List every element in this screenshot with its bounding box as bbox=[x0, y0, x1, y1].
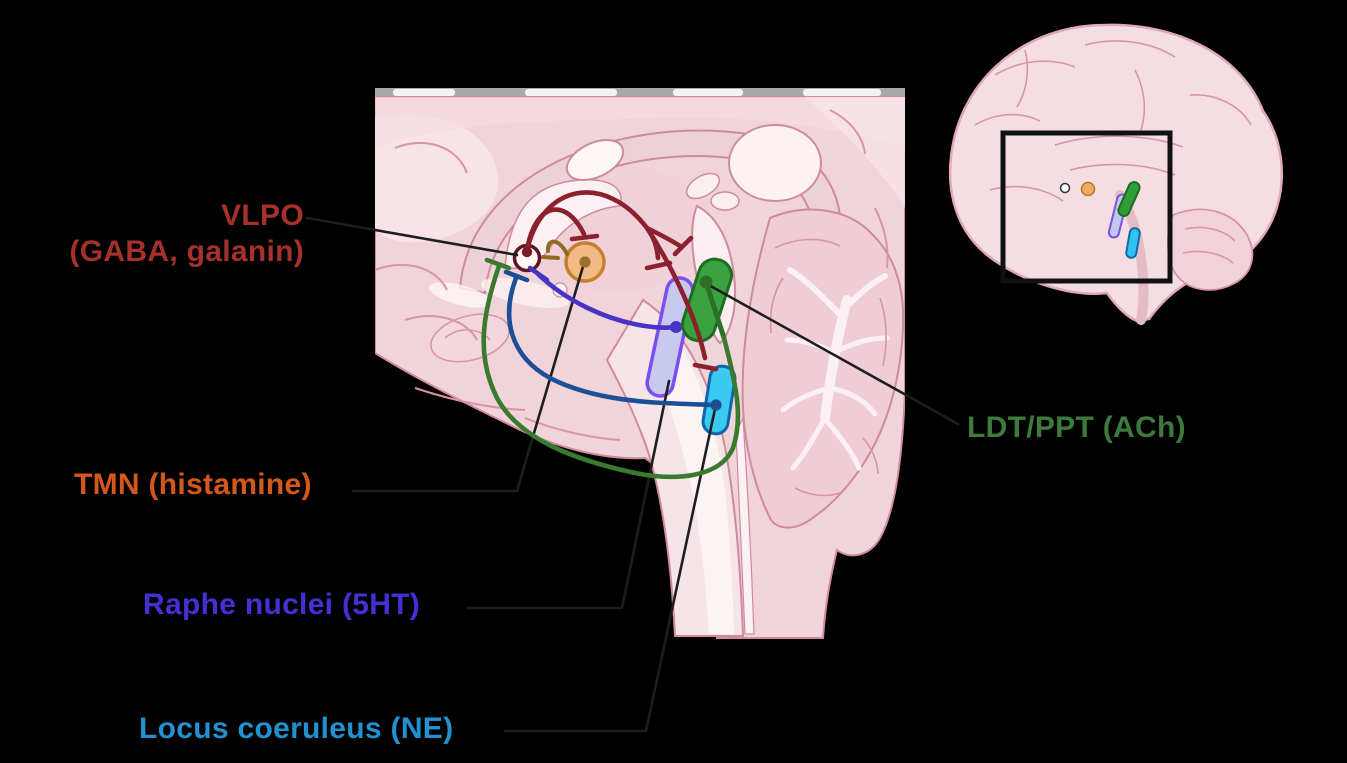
tmn-dot bbox=[579, 256, 591, 268]
ldt-ppt-connector bbox=[705, 282, 960, 426]
optic-band bbox=[428, 282, 492, 308]
locus-coeruleus-nucleus bbox=[701, 364, 737, 436]
inset-vlpo bbox=[1059, 182, 1071, 194]
pons-stripe bbox=[653, 338, 734, 634]
cerebellum-folia bbox=[769, 238, 887, 497]
vlpo-label-line1: VLPO bbox=[221, 199, 304, 232]
locus-coeruleus-projection bbox=[503, 269, 719, 408]
vlpo-dot bbox=[521, 246, 533, 258]
cortex-band bbox=[375, 114, 499, 243]
fornix-oval bbox=[565, 139, 625, 181]
tmn-label: TMN (histamine) bbox=[74, 468, 312, 501]
inset-ldt-ppt bbox=[1117, 181, 1141, 217]
tmn-projection bbox=[541, 239, 569, 260]
raphe-projection bbox=[527, 265, 679, 330]
locus-coeruleus-label: Locus coeruleus (NE) bbox=[139, 712, 454, 745]
image-crop-strip bbox=[375, 88, 905, 97]
raphe-nucleus bbox=[645, 276, 695, 398]
locus-coeruleus-connector bbox=[503, 407, 717, 733]
vlpo-connector bbox=[305, 216, 519, 257]
ldt-ppt-dot bbox=[699, 275, 713, 289]
raphe-label: Raphe nuclei (5HT) bbox=[143, 588, 421, 621]
ldt-ppt-projection bbox=[481, 257, 741, 480]
inset-zoom-box bbox=[1000, 130, 1173, 284]
vlpo-projections bbox=[524, 190, 719, 372]
splenium bbox=[728, 124, 822, 202]
inset-gyri bbox=[974, 40, 1252, 264]
fourth-ventricle bbox=[735, 417, 755, 635]
tmn-connector bbox=[351, 261, 586, 493]
ldt-ppt-label: LDT/PPT (ACh) bbox=[967, 411, 1186, 444]
raphe-dot bbox=[670, 321, 682, 333]
cortex-band bbox=[805, 97, 905, 208]
arbor-vitae bbox=[780, 267, 890, 471]
ldt-ppt-inner-line bbox=[703, 279, 727, 341]
inset-brain-thumbnail bbox=[948, 23, 1284, 325]
cortex-band bbox=[375, 97, 905, 148]
hypothalamus-band bbox=[480, 277, 570, 309]
inset-locus-coeruleus bbox=[1125, 227, 1141, 259]
locus-coeruleus-dot bbox=[710, 399, 722, 411]
raphe-connector bbox=[466, 379, 671, 610]
vlpo-label-line2: (GABA, galanin) bbox=[69, 235, 304, 268]
vlpo-label: VLPO (GABA, galanin) bbox=[38, 198, 304, 270]
pineal-stalk bbox=[710, 191, 740, 211]
gyri-lines bbox=[375, 109, 889, 441]
pineal bbox=[685, 172, 721, 200]
inset-tmn bbox=[1080, 181, 1096, 197]
